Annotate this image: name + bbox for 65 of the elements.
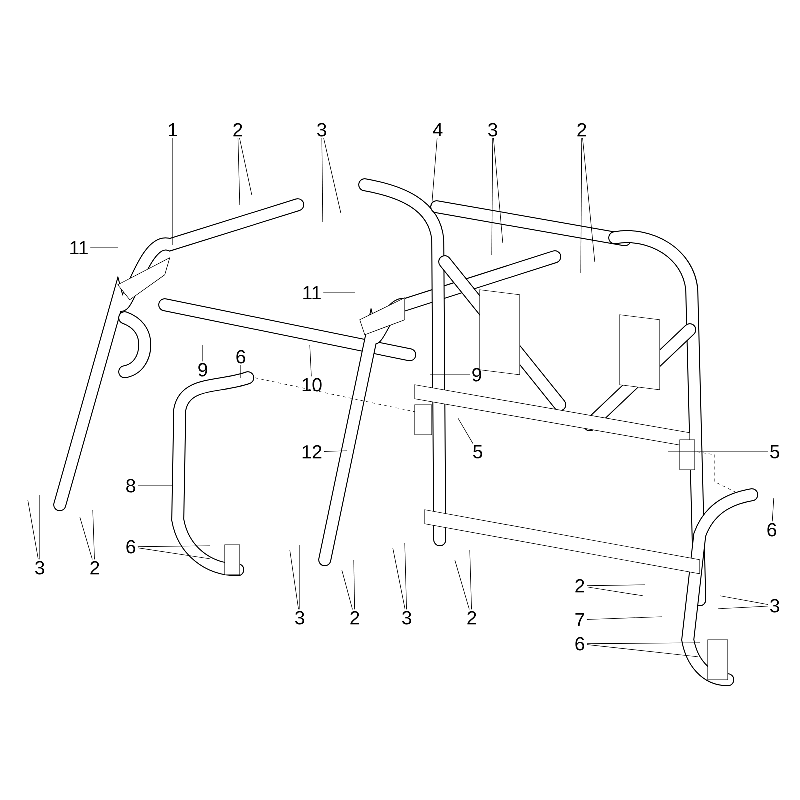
- callout-number: 5: [770, 445, 780, 459]
- callout-number: 4: [433, 123, 443, 137]
- leader-line: [310, 344, 312, 377]
- leader-line: [720, 596, 768, 606]
- leader-line: [470, 550, 472, 610]
- leader-line: [586, 616, 662, 620]
- leader-line: [80, 516, 93, 560]
- leader-line: [172, 138, 174, 246]
- callout-number: 8: [126, 479, 136, 493]
- callout-number: 12: [302, 445, 322, 459]
- callout-number: 2: [234, 123, 242, 137]
- leader-line: [586, 584, 646, 586]
- callout-number: 6: [576, 637, 584, 651]
- leader-line: [354, 560, 356, 610]
- callout-number: 3: [402, 611, 412, 625]
- leader-line: [580, 138, 582, 274]
- leader-line: [324, 450, 348, 452]
- callout-number: 11: [70, 241, 88, 255]
- leader-line: [28, 500, 39, 560]
- leader-line: [324, 138, 342, 214]
- leader-line: [238, 138, 240, 206]
- leader-line: [404, 542, 408, 610]
- leader-line: [138, 548, 210, 560]
- callout-number: 3: [770, 599, 780, 613]
- leader-line: [430, 374, 470, 376]
- callout-number: 10: [302, 378, 322, 392]
- leader-line: [323, 292, 356, 294]
- callout-number: 3: [35, 561, 44, 575]
- leader-line: [718, 606, 768, 610]
- leader-line: [586, 644, 698, 658]
- leader-line: [454, 560, 470, 610]
- callout-number: 2: [90, 561, 100, 575]
- callout-number: 6: [768, 523, 776, 537]
- leader-line: [586, 586, 644, 596]
- callout-number: 2: [576, 579, 584, 593]
- callout-number: 7: [576, 613, 584, 627]
- leader-line: [432, 138, 438, 206]
- leader-line: [290, 550, 300, 610]
- callout-number: 6: [236, 350, 246, 364]
- leader-line: [138, 546, 210, 548]
- leader-line: [772, 498, 774, 522]
- leader-line: [492, 138, 494, 256]
- leader-line: [458, 418, 474, 444]
- leader-line: [493, 138, 504, 244]
- callout-number: 9: [198, 363, 208, 377]
- leader-line: [586, 642, 700, 644]
- leader-line: [582, 138, 596, 262]
- callout-number: 2: [468, 611, 476, 625]
- callout-number: 3: [317, 123, 326, 137]
- leader-line: [392, 548, 406, 610]
- leader-line: [240, 365, 242, 378]
- leader-line: [342, 570, 354, 610]
- callout-number: 6: [126, 540, 136, 554]
- callout-number: 3: [295, 611, 304, 625]
- callout-number: 9: [472, 368, 482, 382]
- callout-number: 5: [473, 445, 482, 459]
- callout-number: 3: [488, 123, 498, 137]
- leader-line: [240, 138, 252, 196]
- leader-line: [92, 510, 96, 560]
- leader-line: [202, 344, 204, 362]
- callout-number: 1: [169, 123, 178, 137]
- callout-number: 2: [350, 611, 360, 625]
- callout-number: 2: [578, 123, 586, 137]
- leader-line: [322, 138, 324, 222]
- callout-number: 11: [304, 286, 321, 300]
